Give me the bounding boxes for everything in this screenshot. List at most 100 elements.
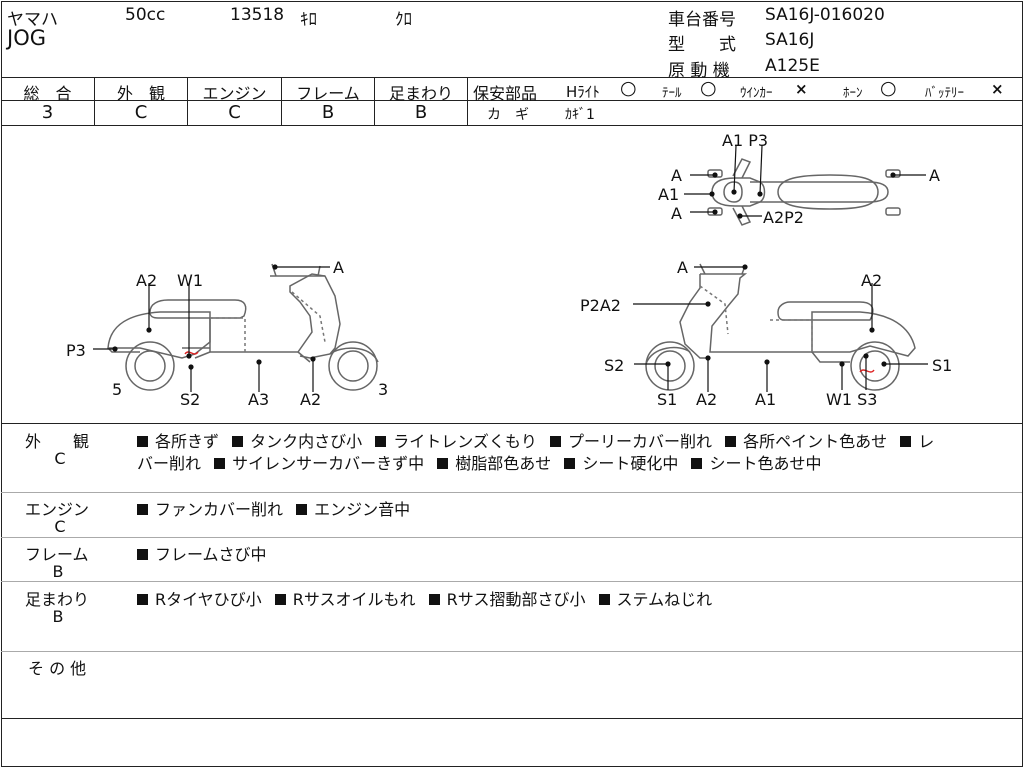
note-item: Rサス摺動部さび小	[446, 590, 586, 609]
exterior-label: 外 観	[116, 84, 165, 103]
diag-top-a-left-upper: A	[671, 166, 682, 185]
note-item: エンジン音中	[314, 500, 411, 519]
scooter-right-side-view	[645, 263, 916, 391]
battery-label: ﾊﾞｯﾃﾘｰ	[925, 86, 964, 101]
diag-top-a-right: A	[929, 166, 940, 185]
engine-model: A125E	[765, 56, 820, 76]
bullet-icon	[137, 594, 148, 605]
headlight-label: Hﾗｲﾄ	[566, 83, 600, 101]
notes-engine-grade: C	[54, 517, 66, 536]
notes-susp-grade: B	[52, 607, 64, 626]
grade-col-divider-4	[374, 77, 375, 125]
note-item: 樹脂部色あせ	[455, 454, 552, 473]
note-item: 各所きず	[155, 432, 220, 451]
tail-status: ○	[700, 77, 717, 99]
diag-left-w1: W1	[177, 271, 203, 290]
mileage-unit: ｷﾛ	[300, 10, 317, 30]
displacement: 50cc	[125, 5, 166, 25]
notes-divider-1	[1, 492, 1022, 493]
type-label: 型 式	[668, 35, 736, 55]
header-bottom-line	[1, 77, 1022, 78]
damage-mark-right	[859, 369, 875, 373]
engine-grade-label: エンジン	[202, 84, 267, 103]
bullet-icon	[214, 458, 226, 469]
frame-no: SA16J-016020	[765, 5, 885, 25]
notes-frame-label: フレーム	[25, 545, 89, 564]
winker-status: ×	[795, 80, 808, 98]
bullet-icon	[137, 504, 148, 515]
note-item: タンク内さび小	[250, 432, 363, 451]
grade-col-divider-2	[187, 77, 188, 125]
notes-engine-label: エンジン	[25, 500, 90, 519]
bullet-icon	[598, 594, 610, 605]
diag-right-p2a2: P2A2	[580, 296, 621, 315]
note-item: Rタイヤひび小	[155, 590, 262, 609]
horn-label: ﾎｰﾝ	[843, 86, 863, 101]
frame-no-label: 車台番号	[668, 10, 736, 30]
diag-right-s1-side: S1	[932, 356, 953, 375]
overall-grade: 3	[41, 102, 54, 123]
diag-left-p3: P3	[66, 341, 86, 360]
diag-right-w1s3: W1 S3	[826, 390, 878, 409]
notes-exterior-label: 外 観	[25, 432, 90, 451]
diag-left-3: 3	[378, 380, 389, 399]
diag-top-a1-left: A1	[658, 185, 680, 204]
diag-right-s2: S2	[604, 356, 625, 375]
note-item: レ	[918, 432, 935, 451]
note-item: ファンカバー削れ	[155, 500, 284, 519]
mileage: 13518	[230, 5, 285, 25]
grade-col-divider-5	[467, 77, 468, 125]
notes-divider-3	[1, 581, 1022, 582]
diag-top-a-left-lower: A	[671, 204, 682, 223]
note-item: ライトレンズくもり	[393, 432, 537, 451]
diag-top-a2p2: A2P2	[763, 208, 804, 227]
grade-col-divider-3	[281, 77, 282, 125]
bullet-icon	[137, 549, 148, 560]
note-item: サイレンサーカバーきず中	[232, 454, 425, 473]
frame-grade: B	[321, 102, 335, 123]
key-value: ｶｷﾞ1	[565, 107, 595, 123]
bullet-icon	[437, 458, 449, 469]
grades-bottom-line	[1, 125, 1022, 126]
diag-left-a2-bottom: A2	[300, 390, 322, 409]
bullet-icon	[137, 436, 148, 447]
notes-engine-items: ファンカバー削れ エンジン音中	[137, 496, 410, 520]
diag-right-a-handle: A	[677, 258, 688, 277]
engine-label: 原 動 機	[668, 61, 730, 81]
horn-status: ○	[880, 77, 897, 99]
diag-right-a2-bottom: A2	[696, 390, 718, 409]
notes-susp-items: Rタイヤひび小 Rサスオイルもれ Rサス摺動部さび小 ステムねじれ	[137, 586, 712, 610]
notes-divider-2	[1, 537, 1022, 538]
bullet-icon	[900, 436, 912, 447]
diag-right-a2-seat: A2	[861, 271, 883, 290]
bullet-icon	[550, 436, 561, 447]
maker: ヤマハ	[7, 10, 58, 30]
notes-divider-4	[1, 651, 1022, 652]
diag-left-a2: A2	[136, 271, 158, 290]
bullet-icon	[691, 458, 703, 469]
note-item: バー削れ	[137, 454, 202, 473]
diag-top-a1p3: A1 P3	[722, 131, 769, 150]
bullet-icon	[564, 458, 576, 469]
damage-mark-left	[184, 351, 199, 355]
diag-left-a3: A3	[248, 390, 270, 409]
battery-status: ×	[991, 80, 1004, 98]
headlight-status: ○	[620, 77, 637, 99]
note-item: シート色あせ中	[709, 454, 822, 473]
key-label: カ ギ	[487, 107, 529, 123]
grades-mid-line	[1, 100, 1022, 101]
note-item: フレームさび中	[155, 545, 267, 564]
winker-label: ｳｲﾝｶｰ	[740, 86, 773, 101]
overall-label: 総 合	[23, 84, 72, 103]
scooter-top-view	[707, 158, 901, 226]
notes-exterior-line1: 各所きず タンク内さび小 ライトレンズくもり プーリーカバー削れ 各所ペイント色…	[137, 428, 934, 452]
note-item: シート硬化中	[582, 454, 679, 473]
notes-frame-items: フレームさび中	[137, 541, 267, 565]
tail-label: ﾃｰﾙ	[662, 86, 682, 101]
notes-frame-grade: B	[52, 562, 64, 581]
note-item: 各所ペイント色あせ	[743, 432, 888, 451]
note-item: Rサスオイルもれ	[292, 590, 416, 609]
bullet-icon	[232, 436, 244, 447]
note-item: プーリーカバー削れ	[568, 432, 713, 451]
